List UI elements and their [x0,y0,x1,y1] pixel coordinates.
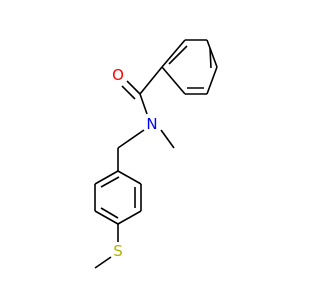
benzoyl-ring [161,39,218,95]
bond-ring2-c [117,210,142,225]
bond-ring1-double-2 [209,47,212,69]
bond-ring1-c [206,39,218,68]
bond-ring2-double-1 [100,176,120,188]
bond-carbonyl-ring [139,66,163,95]
bond-ring1-a [161,39,186,68]
thioanisole-ring [94,170,142,225]
bond-carbonyl-n [139,93,148,115]
bond-co-1 [126,80,141,95]
sulfur-atom-label: S [113,242,123,260]
bond-ring2-double-2 [100,207,119,219]
bond-s-methyl [94,256,112,269]
molecule-diagram: O N S [94,39,218,269]
bond-n-methyl [160,129,175,149]
bond-ring2-d [94,210,119,225]
carbonyl-double-bond [121,80,141,100]
bond-ring2-a [117,170,142,185]
bond-n-ch2 [117,129,145,149]
bond-ring1-d [206,66,218,95]
bond-co-2 [121,85,136,100]
nitrogen-atom-label: N [146,115,157,133]
bond-ring1-f [161,66,186,95]
bond-ring2-f [94,170,119,185]
oxygen-atom-label: O [112,66,124,84]
bond-ring1-double-1 [168,45,188,65]
